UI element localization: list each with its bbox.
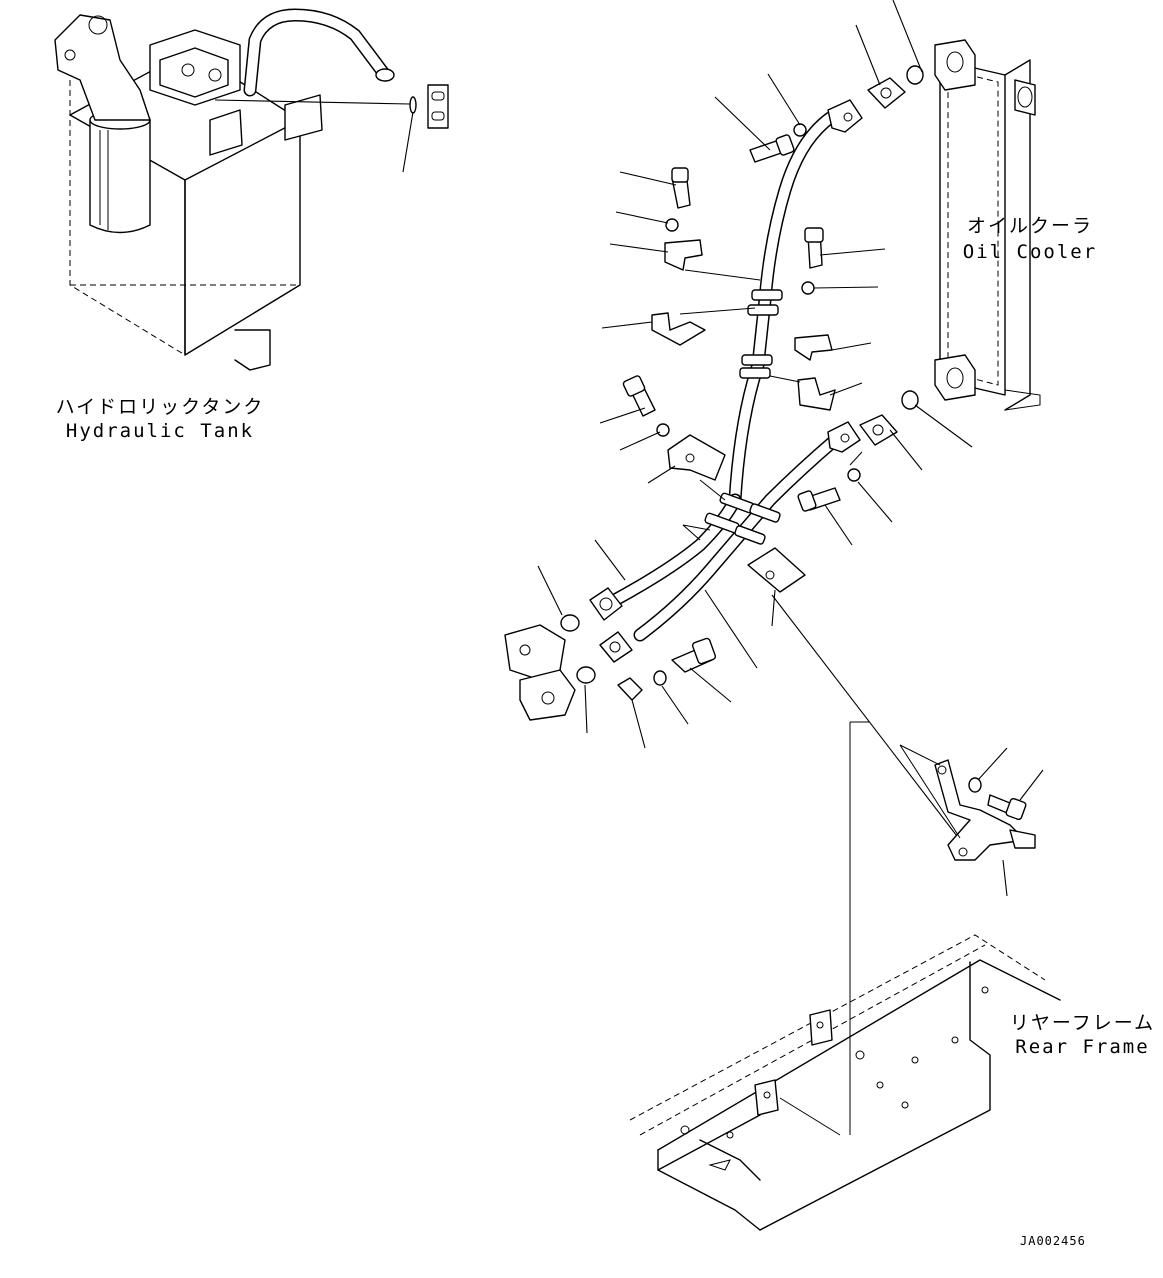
oil-cooler-label-jp: オイルクーラ: [966, 215, 1093, 237]
hydraulic-tank-drawing: [54, 8, 449, 371]
hydraulic-tank-label-jp: ハイドロリックタンク: [55, 396, 265, 418]
bracket-drawing: [849, 721, 1044, 1135]
drawing-reference-number: JA002456: [1020, 1234, 1086, 1248]
rear-frame-label-jp: リヤーフレーム: [1009, 1012, 1156, 1034]
rear-frame-drawing: [629, 934, 1061, 1231]
hose-assembly: [504, 24, 961, 841]
rear-frame-label-en: Rear Frame: [1015, 1036, 1150, 1058]
hydraulic-tank-label-en: Hydraulic Tank: [65, 420, 255, 442]
oil-cooler-drawing: [892, 0, 1041, 448]
oil-cooler-label-en: Oil Cooler: [962, 241, 1098, 263]
